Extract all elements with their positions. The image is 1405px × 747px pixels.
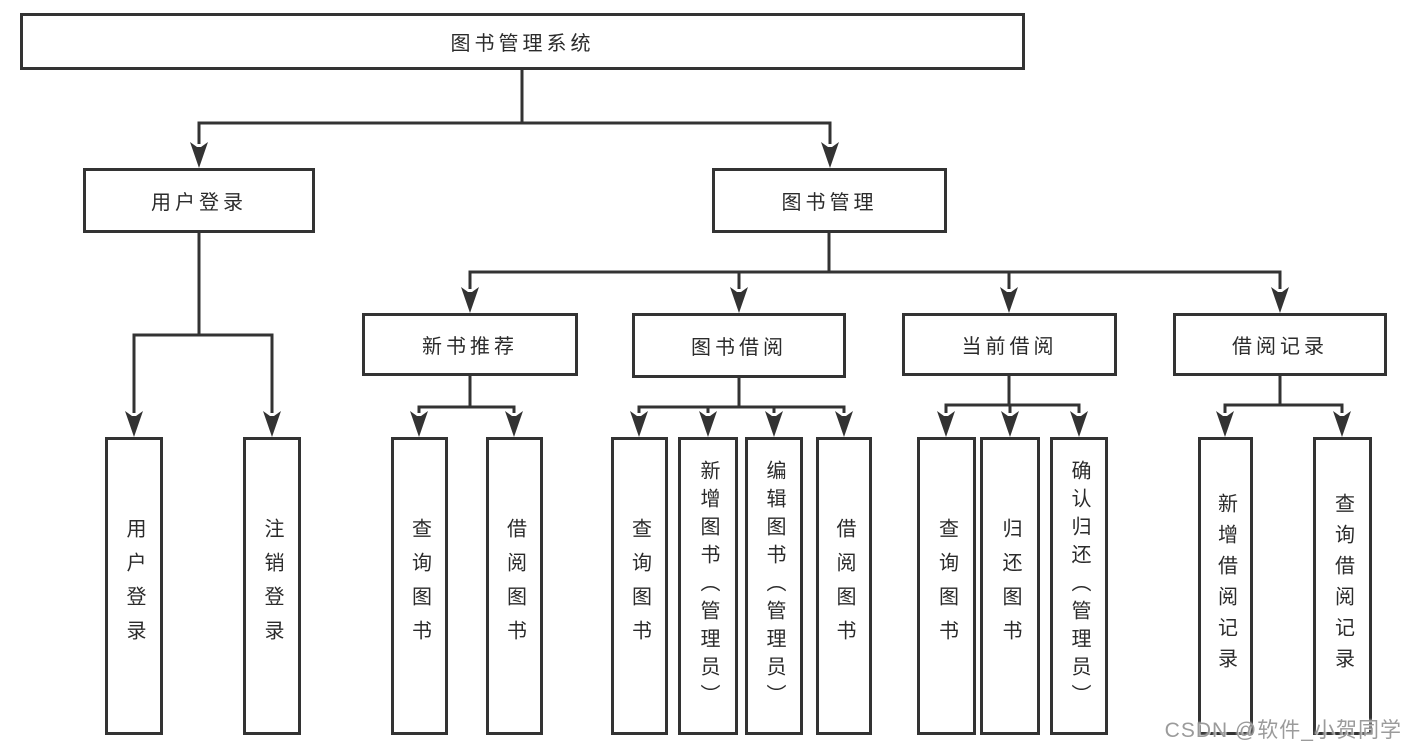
- leaf-newrec-query-books: 查询图书: [391, 437, 448, 735]
- node-borrow-record: 借阅记录: [1173, 313, 1387, 376]
- leaf-record-query-borrow-record: 查询借阅记录: [1313, 437, 1372, 735]
- node-book-management-group: 图书管理: [712, 168, 947, 233]
- leaf-current-return-books: 归还图书: [980, 437, 1040, 735]
- node-new-book-recommend: 新书推荐: [362, 313, 578, 376]
- node-book-borrow: 图书借阅: [632, 313, 846, 378]
- leaf-borrow-edit-books-admin: 编辑图书（管理员）: [745, 437, 803, 735]
- leaf-borrow-query-books: 查询图书: [611, 437, 668, 735]
- leaf-user-login: 用户登录: [105, 437, 163, 735]
- leaf-borrow-borrow-books: 借阅图书: [816, 437, 872, 735]
- leaf-borrow-add-books-admin: 新增图书（管理员）: [678, 437, 738, 735]
- leaf-logout: 注销登录: [243, 437, 301, 735]
- node-root: 图书管理系统: [20, 13, 1025, 70]
- node-current-borrow: 当前借阅: [902, 313, 1117, 376]
- leaf-current-confirm-return-admin: 确认归还（管理员）: [1050, 437, 1108, 735]
- leaf-record-add-borrow-record: 新增借阅记录: [1198, 437, 1253, 735]
- csdn-watermark: CSDN @软件_小贺同学: [1164, 719, 1402, 742]
- leaf-current-query-books: 查询图书: [917, 437, 976, 735]
- leaf-newrec-borrow-books: 借阅图书: [486, 437, 543, 735]
- node-user-login-group: 用户登录: [83, 168, 315, 233]
